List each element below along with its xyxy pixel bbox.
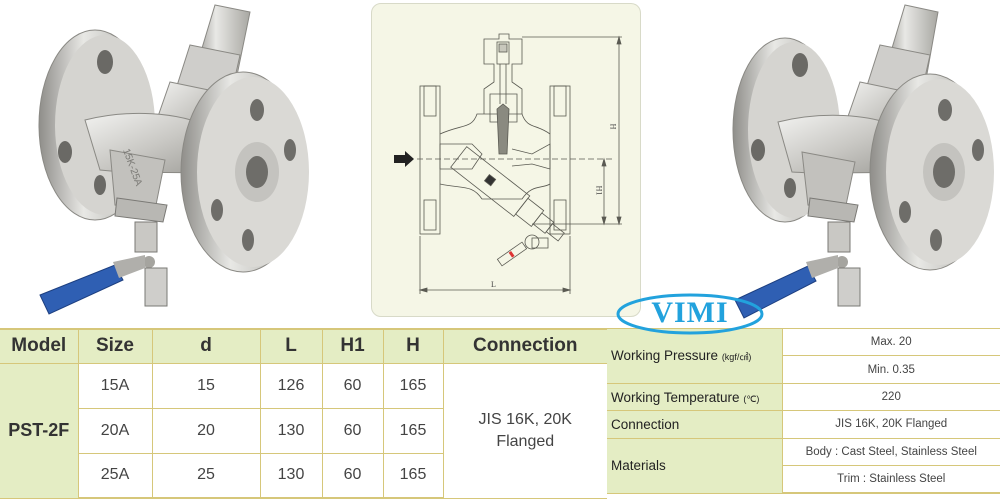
working-pressure-min: Min. 0.35: [782, 355, 1000, 384]
header-d: d: [151, 328, 261, 364]
H1-cell: 60: [321, 452, 384, 499]
header-model: Model: [0, 328, 79, 364]
materials-label: Materials: [607, 437, 783, 494]
working-pressure-unit: (kgf/㎠): [721, 352, 752, 363]
table-row: 25A 25 130 60 165: [0, 452, 607, 499]
product-photo-right: [700, 0, 1000, 328]
size-cell: 20A: [78, 407, 153, 454]
materials-body: Body : Cast Steel, Stainless Steel: [782, 437, 1000, 467]
spec-row-materials-body: Materials Body : Cast Steel, Stainless S…: [607, 437, 1000, 494]
L-cell: 126: [259, 362, 323, 409]
technical-drawing: H H1 L: [371, 3, 641, 317]
L-cell: 130: [259, 407, 323, 454]
spec-row-temperature: Working Temperature (℃) 220: [607, 382, 1000, 412]
dimension-label-L: L: [491, 280, 496, 289]
flow-arrow-icon: [394, 151, 414, 167]
working-pressure-text: Working Pressure: [611, 348, 719, 364]
working-temperature-value: 220: [782, 382, 1000, 412]
spec-row-pressure-max: Working Pressure (kgf/㎠) Max. 20: [607, 327, 1000, 384]
connection-cell: JIS 16K, 20K Flanged: [442, 362, 607, 499]
table-header-row: Model Size d L H1 H Connection: [0, 328, 607, 364]
H-cell: 165: [382, 407, 443, 454]
d-cell: 20: [151, 407, 261, 454]
logo-text: VIMI: [651, 296, 729, 329]
working-pressure-max: Max. 20: [782, 327, 1000, 357]
size-cell: 25A: [78, 452, 153, 499]
dimension-label-H: H: [608, 123, 618, 130]
header-size: Size: [77, 328, 153, 364]
size-cell: 15A: [77, 362, 153, 409]
dimension-table: Model Size d L H1 H Connection PST-2F 15…: [0, 328, 607, 499]
table-row: 20A 20 130 60 165: [0, 407, 607, 454]
working-temperature-label: Working Temperature (℃): [607, 382, 783, 412]
connection-line1: JIS 16K, 20K: [478, 410, 572, 428]
spec-row-connection: Connection JIS 16K, 20K Flanged: [607, 410, 1000, 439]
working-temperature-text: Working Temperature: [611, 389, 740, 405]
header-connection: Connection: [442, 328, 607, 364]
d-cell: 25: [151, 452, 261, 499]
H1-cell: 60: [321, 362, 384, 409]
model-cell: PST-2F: [0, 362, 79, 499]
H1-cell: 60: [321, 407, 384, 454]
connection-line2: Flanged: [496, 432, 555, 450]
table-row: PST-2F 15A 15 126 60 165 JIS 16K, 20K Fl…: [0, 362, 607, 499]
connection-label: Connection: [607, 410, 783, 439]
vimi-logo: VIMI: [615, 292, 765, 336]
product-photo-left: 15K-25A: [5, 0, 325, 328]
header-H1: H1: [321, 328, 384, 364]
header-H: H: [382, 328, 444, 364]
dimension-label-H1: H1: [594, 185, 604, 196]
materials-trim: Trim : Stainless Steel: [782, 465, 1000, 495]
spec-row-materials-trim: Trim : Stainless Steel: [607, 465, 1000, 495]
H-cell: 165: [382, 452, 443, 499]
header-L: L: [259, 328, 323, 364]
specification-table: Working Pressure (kgf/㎠) Max. 20 Min. 0.…: [607, 327, 1000, 495]
working-temperature-unit: (℃): [743, 393, 760, 404]
connection-value: JIS 16K, 20K Flanged: [782, 410, 1000, 439]
L-cell: 130: [259, 452, 323, 499]
spec-row-pressure-min: Min. 0.35: [607, 355, 1000, 384]
working-pressure-label: Working Pressure (kgf/㎠): [607, 328, 783, 384]
H-cell: 165: [382, 362, 444, 409]
d-cell: 15: [151, 362, 261, 409]
